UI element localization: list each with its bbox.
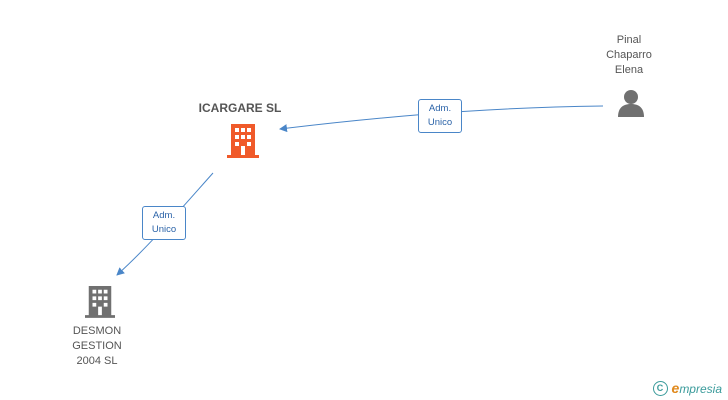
building-icon[interactable] (227, 122, 259, 158)
building-icon[interactable] (85, 284, 115, 318)
edge-person-to-main (279, 105, 604, 133)
brand-logo: empresia (671, 380, 722, 396)
copyright-icon: C (652, 380, 668, 396)
edge-label-main-to-sub[interactable]: Adm. Unico (142, 206, 186, 240)
empresia-watermark: C empresia (652, 380, 722, 396)
edge-label-person-to-main[interactable]: Adm. Unico (418, 99, 462, 133)
person-name[interactable]: Pinal Chaparro Elena (606, 34, 652, 76)
sub-company-name[interactable]: DESMON GESTION 2004 SL (72, 325, 122, 367)
main-company-name[interactable]: ICARGARE SL (198, 101, 282, 115)
person-icon[interactable] (616, 88, 646, 118)
